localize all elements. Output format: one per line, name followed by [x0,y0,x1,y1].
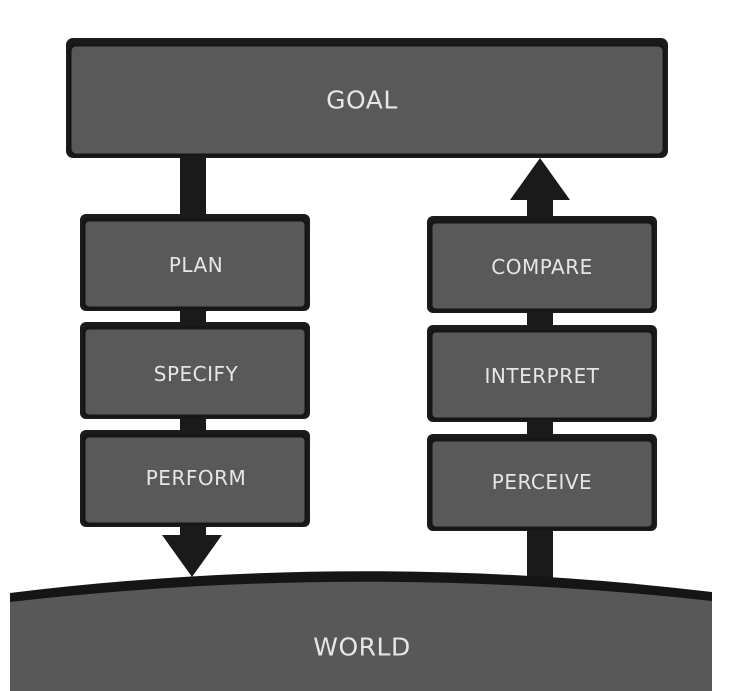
interpret-box: INTERPRET [427,325,657,422]
plan-box: PLAN [80,214,310,311]
goal-label: GOAL [326,86,398,115]
perform-box: PERFORM [80,430,310,527]
down-arrow-icon [162,535,222,577]
plan-label: PLAN [169,253,223,277]
specify-box: SPECIFY [80,322,310,419]
up-arrow-icon [510,158,570,200]
compare-box: COMPARE [427,216,657,313]
perceive-box: PERCEIVE [427,434,657,531]
interpret-label: INTERPRET [485,364,600,388]
perceive-label: PERCEIVE [492,470,592,494]
compare-label: COMPARE [491,255,592,279]
perform-label: PERFORM [146,466,247,490]
specify-label: SPECIFY [154,362,239,386]
goal-box: GOAL [66,38,668,158]
world-shape: WORLD [10,571,712,691]
world-label: WORLD [313,633,410,662]
